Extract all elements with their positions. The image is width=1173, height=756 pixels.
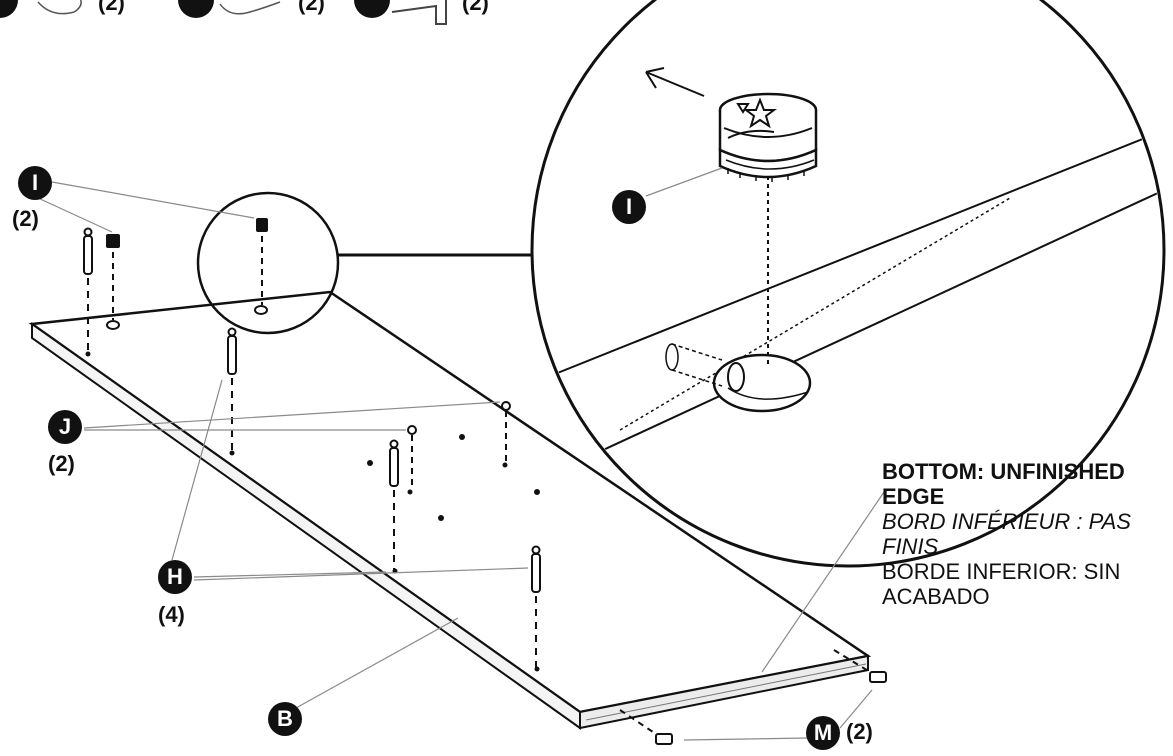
callout-h-qty: (4) <box>158 602 185 627</box>
part-qty-label: (2) <box>298 0 325 15</box>
cam-locks-i <box>106 218 268 320</box>
cam-bolts-j <box>407 401 511 490</box>
detail-circle <box>530 0 1166 568</box>
note-spanish: BORDE INFERIOR: SIN ACABADO <box>882 559 1121 609</box>
callout-i-qty: (2) <box>12 206 39 231</box>
leader-lines <box>37 167 885 741</box>
callout-b-badge: B <box>268 702 302 736</box>
part-qty-label: (2) <box>98 0 125 15</box>
callout-j-badge: J <box>48 410 82 444</box>
callout-m-badge: M <box>806 716 840 750</box>
callout-h-badge: H <box>158 560 192 594</box>
detail-i-badge: I <box>612 190 646 224</box>
zoom-source-circle <box>196 191 340 335</box>
note-french: BORD INFÉRIEUR : PAS FINIS <box>882 509 1131 559</box>
parts-header-strip <box>0 0 447 25</box>
part-qty-label: (2) <box>462 0 489 15</box>
unfinished-edge-note: BOTTOM: UNFINISHED EDGE BORD INFÉRIEUR :… <box>882 459 1172 609</box>
note-english: BOTTOM: UNFINISHED EDGE <box>882 459 1125 509</box>
callout-j-qty: (2) <box>48 451 75 476</box>
edge-caps-m <box>619 649 887 745</box>
callout-i-badge: I <box>18 166 52 200</box>
callout-m-qty: (2) <box>846 719 873 744</box>
dowels-h <box>83 227 541 668</box>
